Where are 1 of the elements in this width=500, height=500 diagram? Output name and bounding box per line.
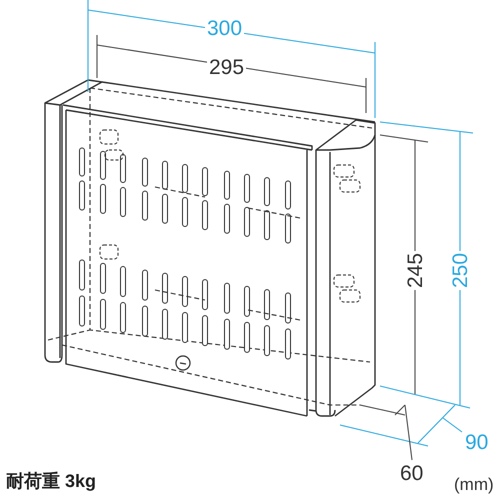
unit-label: (mm) — [452, 476, 496, 493]
